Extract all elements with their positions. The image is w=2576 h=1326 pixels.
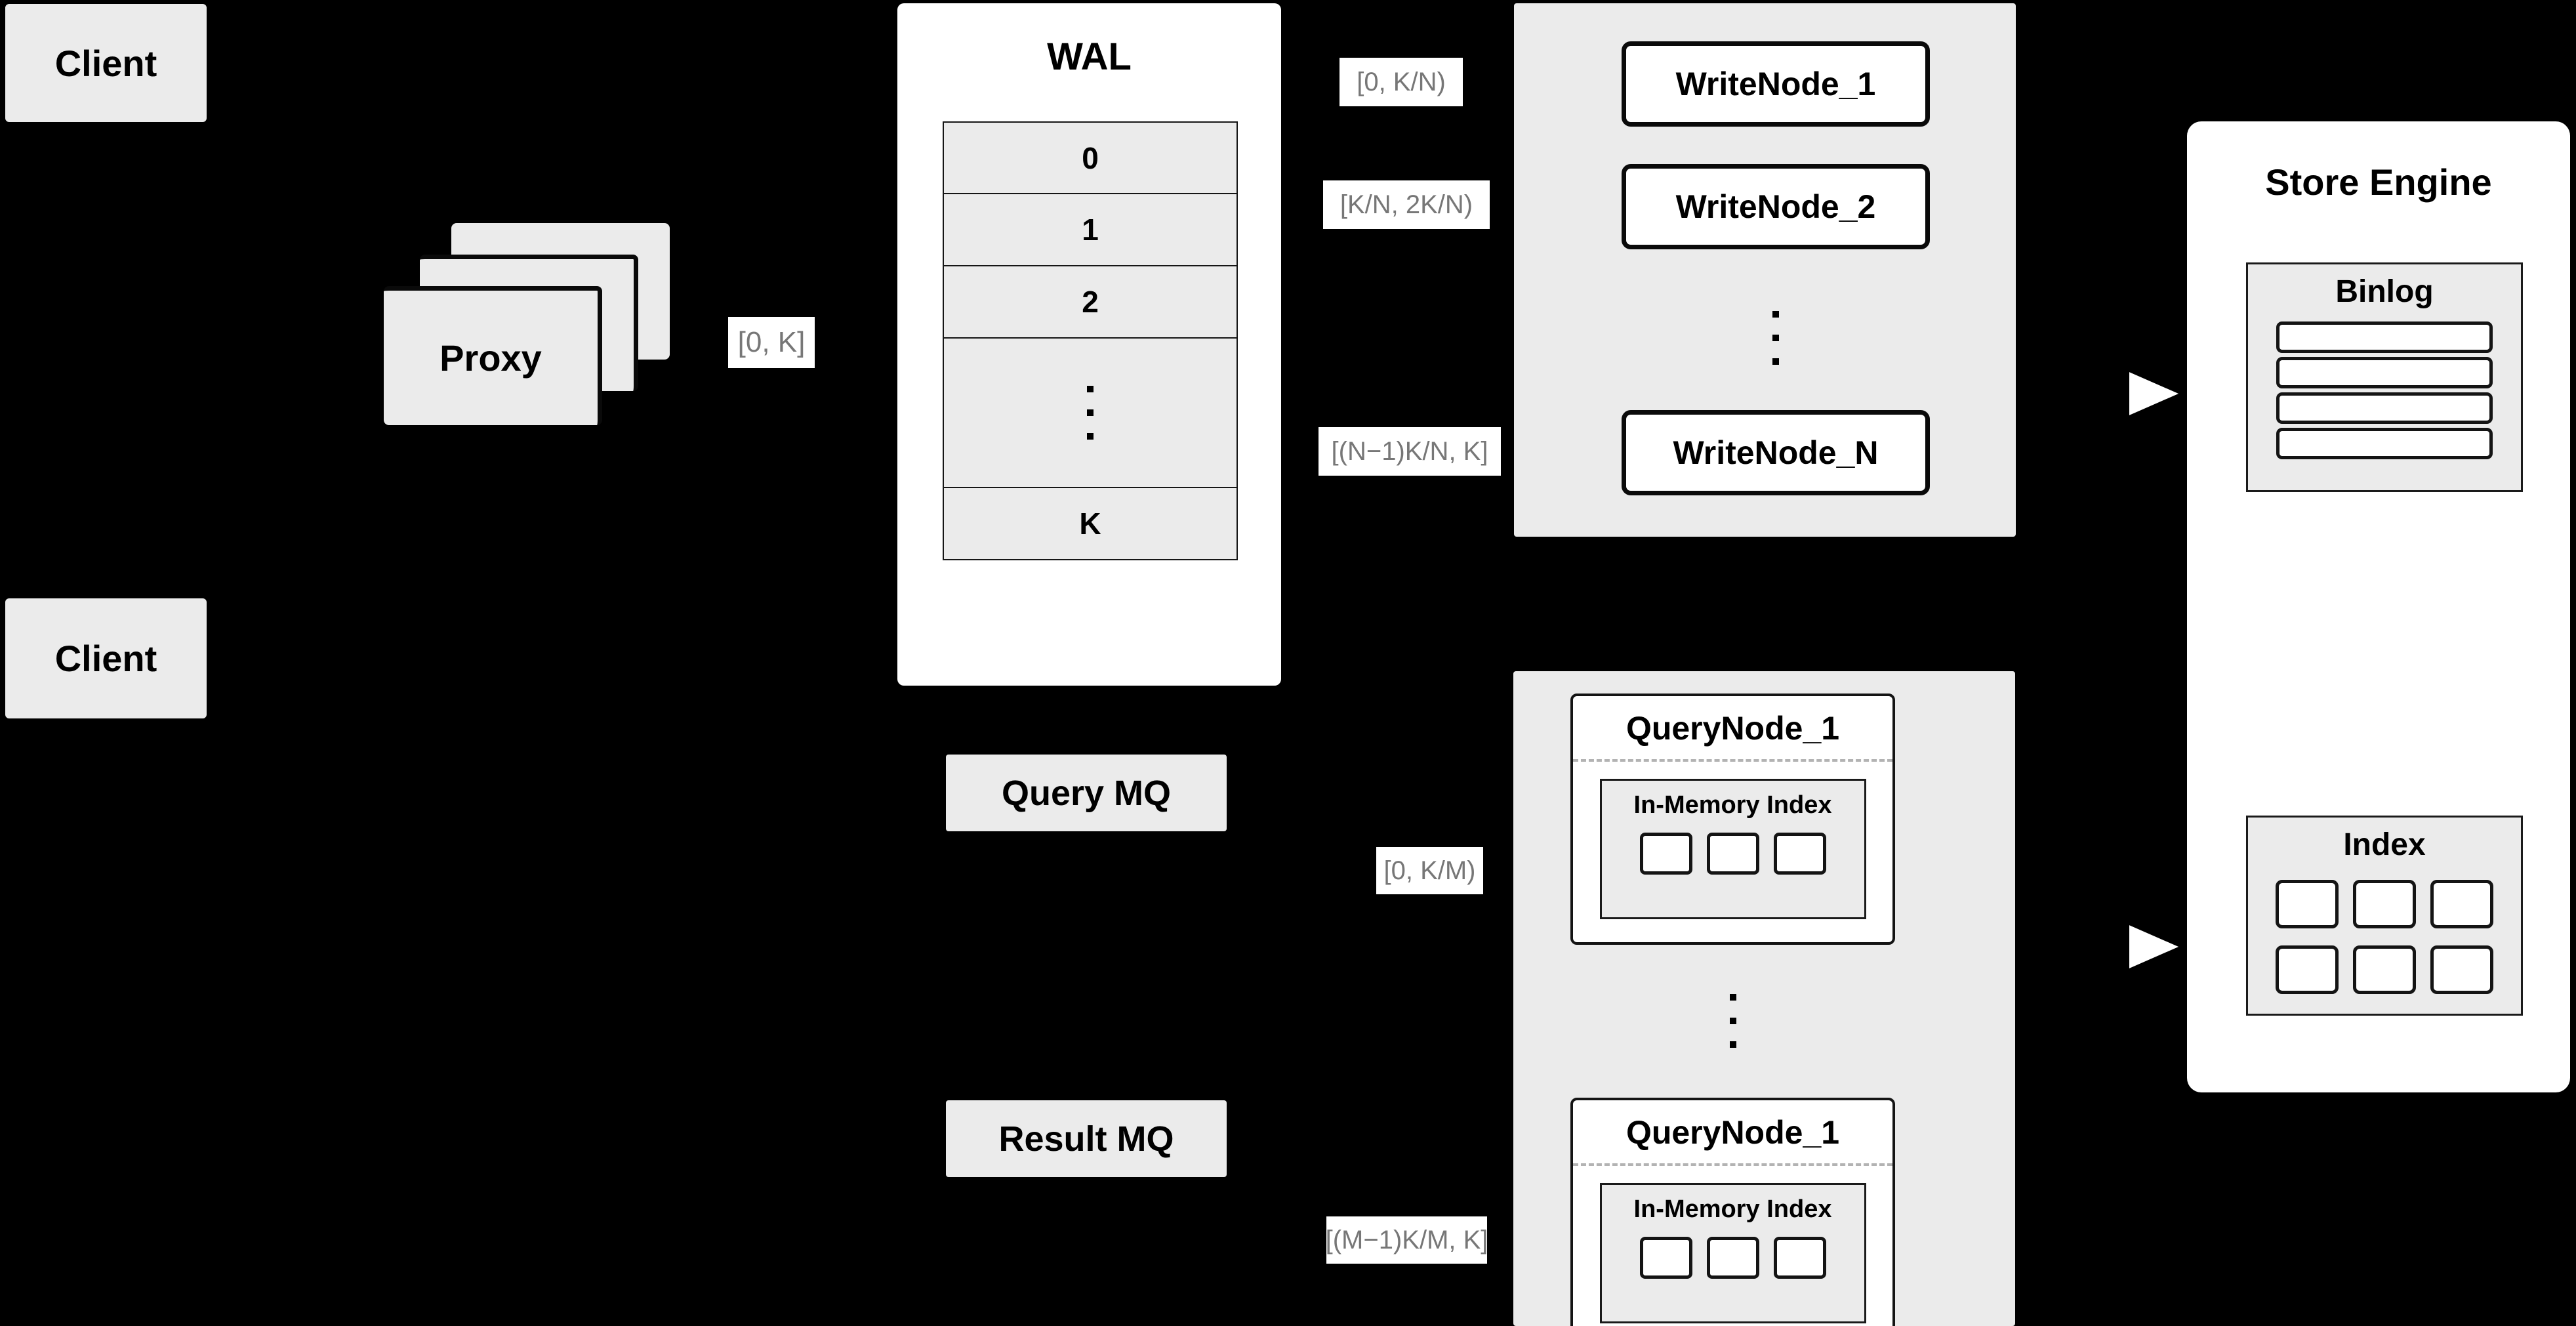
index-cell bbox=[2276, 945, 2339, 994]
proxy-stack-layer-front[interactable]: Proxy bbox=[384, 286, 602, 425]
index-cell bbox=[2276, 880, 2339, 928]
vertical-ellipsis-icon bbox=[1087, 386, 1094, 440]
proxy-label: Proxy bbox=[440, 337, 542, 379]
query-node-label-text: QueryNode_1 bbox=[1625, 710, 1840, 747]
binlog-row bbox=[2276, 321, 2493, 353]
write-node-1[interactable]: WriteNode_1 bbox=[1622, 41, 1930, 127]
proxy-range-label-text: [0, K] bbox=[737, 326, 806, 358]
index-title-text: Index bbox=[2343, 827, 2426, 862]
write-node-n-range-label: [(N−1)K/N, K] bbox=[1319, 427, 1501, 476]
query-node-divider bbox=[1573, 1163, 1892, 1166]
write-node-2[interactable]: WriteNode_2 bbox=[1622, 164, 1930, 249]
write-node-1-range-label: [0, K/N) bbox=[1339, 58, 1463, 106]
query-mq-box[interactable]: Query MQ bbox=[946, 755, 1227, 831]
in-memory-index-title: In-Memory Index bbox=[1634, 1195, 1832, 1224]
wal-title-text: WAL bbox=[1047, 35, 1132, 78]
query-node-vertical-ellipsis-icon bbox=[1570, 960, 1895, 1081]
write-node-label: WriteNode_2 bbox=[1675, 188, 1876, 225]
query-node-1[interactable]: QueryNode_1 In-Memory Index bbox=[1570, 694, 1895, 945]
binlog-title: Binlog bbox=[2335, 274, 2433, 310]
wal-table: 0 1 2 K bbox=[943, 121, 1238, 630]
binlog-row bbox=[2276, 428, 2493, 459]
result-mq-box[interactable]: Result MQ bbox=[946, 1100, 1227, 1177]
in-memory-index-cells bbox=[1639, 1237, 1826, 1279]
index-cell bbox=[1706, 1237, 1759, 1279]
write-node-n[interactable]: WriteNode_N bbox=[1622, 410, 1930, 495]
wal-row-label: 0 bbox=[1082, 140, 1099, 175]
binlog-title-text: Binlog bbox=[2335, 274, 2434, 309]
binlog-panel: Binlog bbox=[2246, 262, 2523, 492]
query-node-divider bbox=[1573, 759, 1892, 762]
client-box-1[interactable]: Client bbox=[5, 4, 207, 122]
binlog-row bbox=[2276, 392, 2493, 424]
query-node-label: QueryNode_1 bbox=[1626, 1113, 1839, 1151]
wal-panel: WAL 0 1 2 K bbox=[897, 3, 1281, 686]
wal-row: 0 bbox=[943, 121, 1238, 193]
index-cell bbox=[2353, 880, 2416, 928]
write-node-vertical-ellipsis-icon bbox=[1622, 272, 1930, 404]
in-memory-index-cells bbox=[1639, 833, 1826, 875]
binlog-rows bbox=[2276, 321, 2493, 459]
in-memory-index-title-text: In-Memory Index bbox=[1633, 1195, 1832, 1223]
index-title: Index bbox=[2343, 827, 2425, 863]
write-node-2-range-label: [K/N, 2K/N) bbox=[1323, 180, 1490, 229]
index-cell bbox=[2353, 945, 2416, 994]
index-cell bbox=[1639, 1237, 1692, 1279]
store-engine-title-text: Store Engine bbox=[2265, 161, 2492, 203]
wal-row-ellipsis bbox=[943, 337, 1238, 487]
write-node-label: WriteNode_1 bbox=[1675, 66, 1876, 102]
query-mq-label: Query MQ bbox=[1001, 773, 1172, 813]
query-node-label: QueryNode_1 bbox=[1626, 709, 1839, 747]
client-label: Client bbox=[54, 638, 157, 679]
query-node-cluster: QueryNode_1 In-Memory Index QueryNode_ bbox=[1513, 671, 2015, 1326]
in-memory-index-1: In-Memory Index bbox=[1599, 779, 1866, 919]
wal-title: WAL bbox=[897, 35, 1281, 79]
range-label-text: [(M−1)K/M, K] bbox=[1325, 1225, 1488, 1254]
in-memory-index-2: In-Memory Index bbox=[1599, 1183, 1866, 1323]
index-cell bbox=[1706, 833, 1759, 875]
wal-row: K bbox=[943, 487, 1238, 560]
wal-row: 2 bbox=[943, 265, 1238, 337]
index-cells bbox=[2276, 880, 2493, 994]
index-cell bbox=[2430, 880, 2493, 928]
write-node-label: WriteNode_N bbox=[1673, 434, 1879, 471]
proxy-stack[interactable]: Proxy bbox=[384, 220, 679, 430]
index-cell bbox=[2430, 945, 2493, 994]
index-cell bbox=[1773, 1237, 1826, 1279]
query-node-label-text: QueryNode_1 bbox=[1625, 1114, 1840, 1151]
proxy-range-label: [0, K] bbox=[728, 317, 815, 368]
wal-row-label: K bbox=[1079, 507, 1101, 541]
binlog-row bbox=[2276, 357, 2493, 388]
storeengine-connectors bbox=[2129, 394, 2184, 947]
result-mq-label: Result MQ bbox=[998, 1119, 1174, 1159]
range-label-text: [0, K/N) bbox=[1357, 67, 1446, 96]
wal-row: 1 bbox=[943, 193, 1238, 265]
client-label: Client bbox=[54, 42, 157, 84]
query-node-1-range-label: [0, K/M) bbox=[1376, 847, 1483, 894]
index-panel: Index bbox=[2246, 816, 2523, 1016]
range-label-text: [(N−1)K/N, K] bbox=[1331, 436, 1488, 466]
wal-row-label: 2 bbox=[1082, 285, 1099, 319]
range-label-text: [0, K/M) bbox=[1383, 856, 1476, 885]
range-label-text: [K/N, 2K/N) bbox=[1339, 190, 1473, 219]
wal-row-label: 1 bbox=[1082, 213, 1099, 247]
index-cell bbox=[1773, 833, 1826, 875]
client-box-2[interactable]: Client bbox=[5, 598, 207, 718]
in-memory-index-title: In-Memory Index bbox=[1634, 791, 1832, 819]
store-engine-title: Store Engine bbox=[2187, 161, 2570, 203]
query-node-2[interactable]: QueryNode_1 In-Memory Index bbox=[1570, 1098, 1895, 1326]
store-engine-panel: Store Engine Binlog Index bbox=[2187, 121, 2570, 1092]
index-cell bbox=[1639, 833, 1692, 875]
write-node-cluster: WriteNode_1 WriteNode_2 WriteNode_N bbox=[1514, 3, 2016, 537]
query-node-2-range-label: [(M−1)K/M, K] bbox=[1325, 1216, 1488, 1264]
in-memory-index-title-text: In-Memory Index bbox=[1633, 791, 1832, 819]
